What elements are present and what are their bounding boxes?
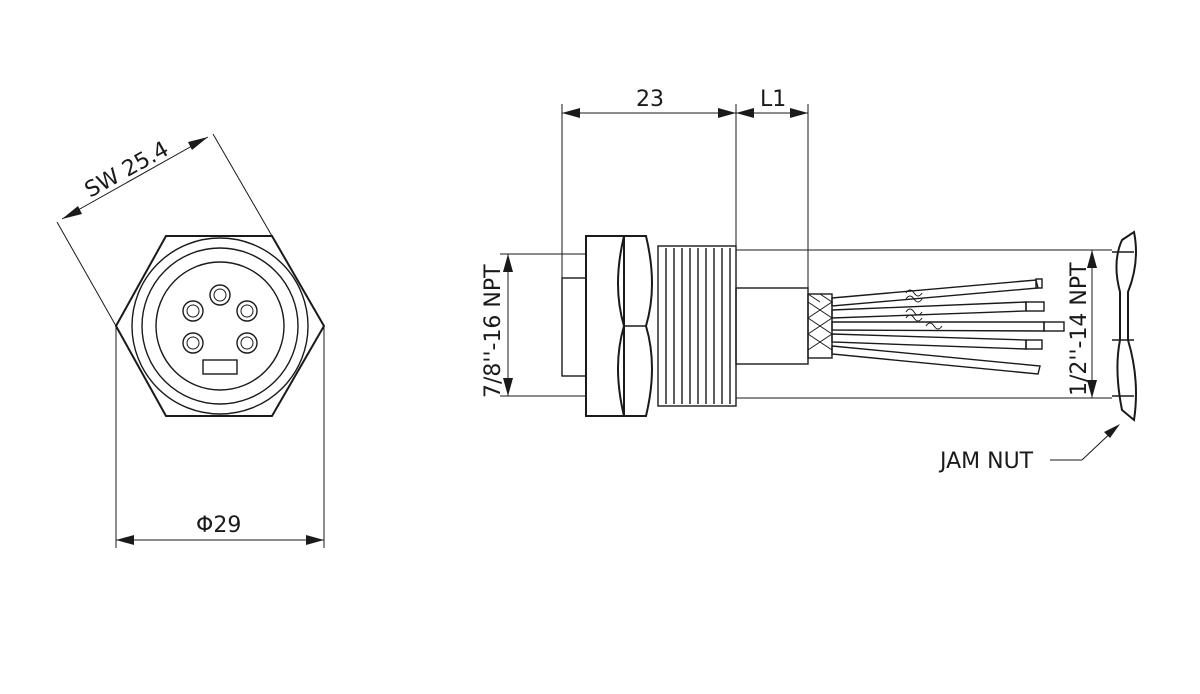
middle-ring: [141, 247, 299, 405]
outer-ring: [131, 237, 309, 415]
contact-pins: [182, 284, 258, 354]
panel-nut-side: [617, 235, 653, 417]
inner-ring: [155, 261, 285, 391]
sw-dimension-label: SW 25.4: [81, 137, 173, 203]
sw-dim-line: [61, 136, 209, 220]
wire-leads: [831, 278, 1065, 375]
dim-l1-label: L1: [760, 87, 786, 112]
hex-nut-outline: [114, 235, 326, 417]
diameter-label: Φ29: [196, 513, 241, 538]
front-boss: [561, 277, 587, 377]
side-view: 23 L1 7/8''-16 NPT 1/2''-14 NPT JAM NUT: [481, 87, 1137, 474]
jam-nut: [1115, 230, 1137, 422]
thread-body: [657, 245, 737, 407]
front-view: SW 25.4 Φ29: [56, 133, 326, 548]
thread-lines: [665, 248, 731, 404]
keyway: [202, 359, 238, 375]
jam-nut-label: JAM NUT: [938, 449, 1034, 474]
rear-body: [735, 287, 809, 365]
rear-thread-label: 1/2''-14 NPT: [1067, 262, 1092, 396]
panel-thread-label: 7/8''-16 NPT: [481, 264, 506, 398]
braid: [807, 293, 833, 359]
dim-23-label: 23: [636, 87, 664, 112]
